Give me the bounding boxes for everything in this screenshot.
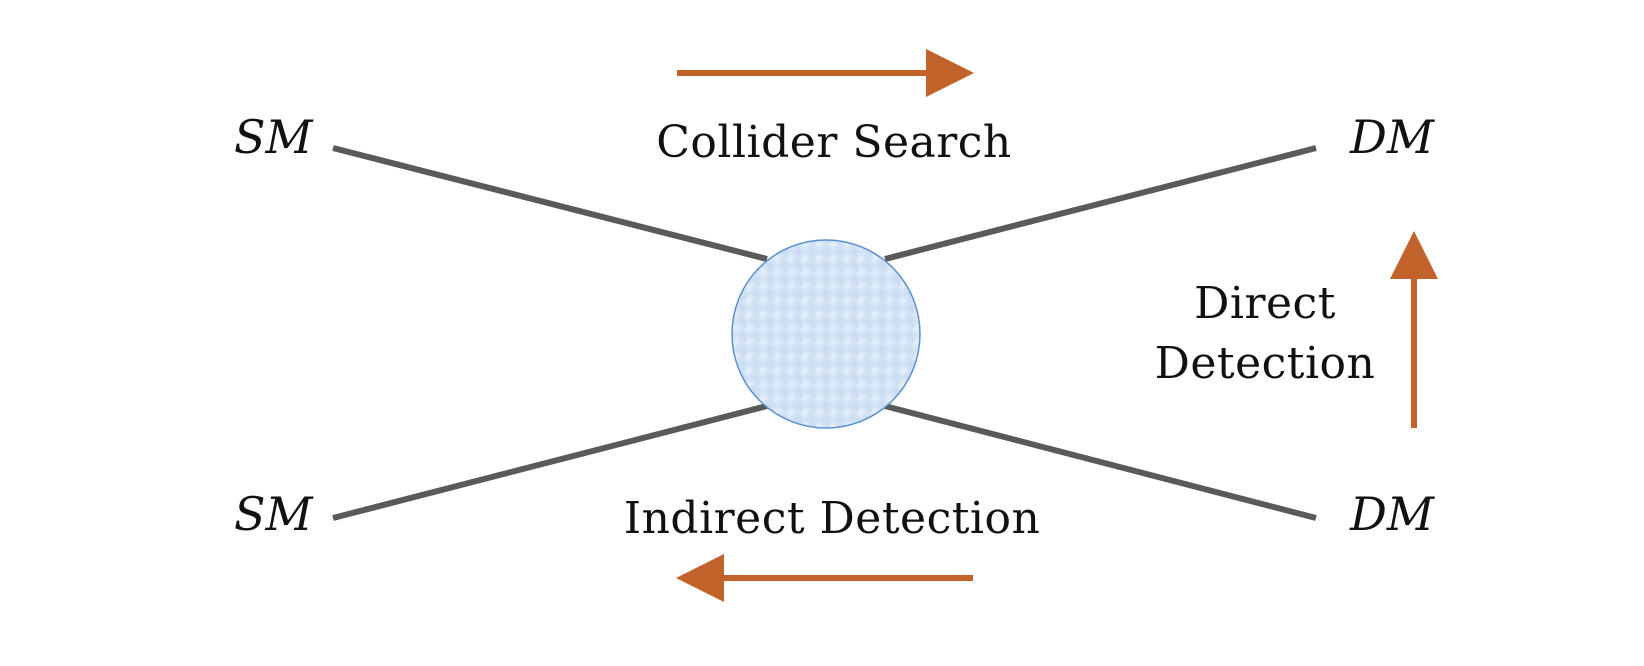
- label-collider-search: Collider Search: [656, 117, 1012, 168]
- label-dm-top: DM: [1349, 110, 1436, 164]
- label-sm-top: SM: [234, 110, 315, 164]
- label-sm-bottom: SM: [234, 487, 315, 541]
- interaction-blob: [731, 239, 921, 429]
- line-bottom-left: [332, 403, 768, 521]
- label-dm-bottom: DM: [1349, 487, 1436, 541]
- line-bottom-right: [884, 403, 1317, 521]
- label-direct-detection-line2: Detection: [1155, 338, 1376, 389]
- label-direct-detection-line1: Direct: [1194, 278, 1336, 329]
- label-indirect-detection: Indirect Detection: [624, 493, 1041, 544]
- line-top-right: [884, 145, 1317, 262]
- line-top-left: [332, 145, 768, 262]
